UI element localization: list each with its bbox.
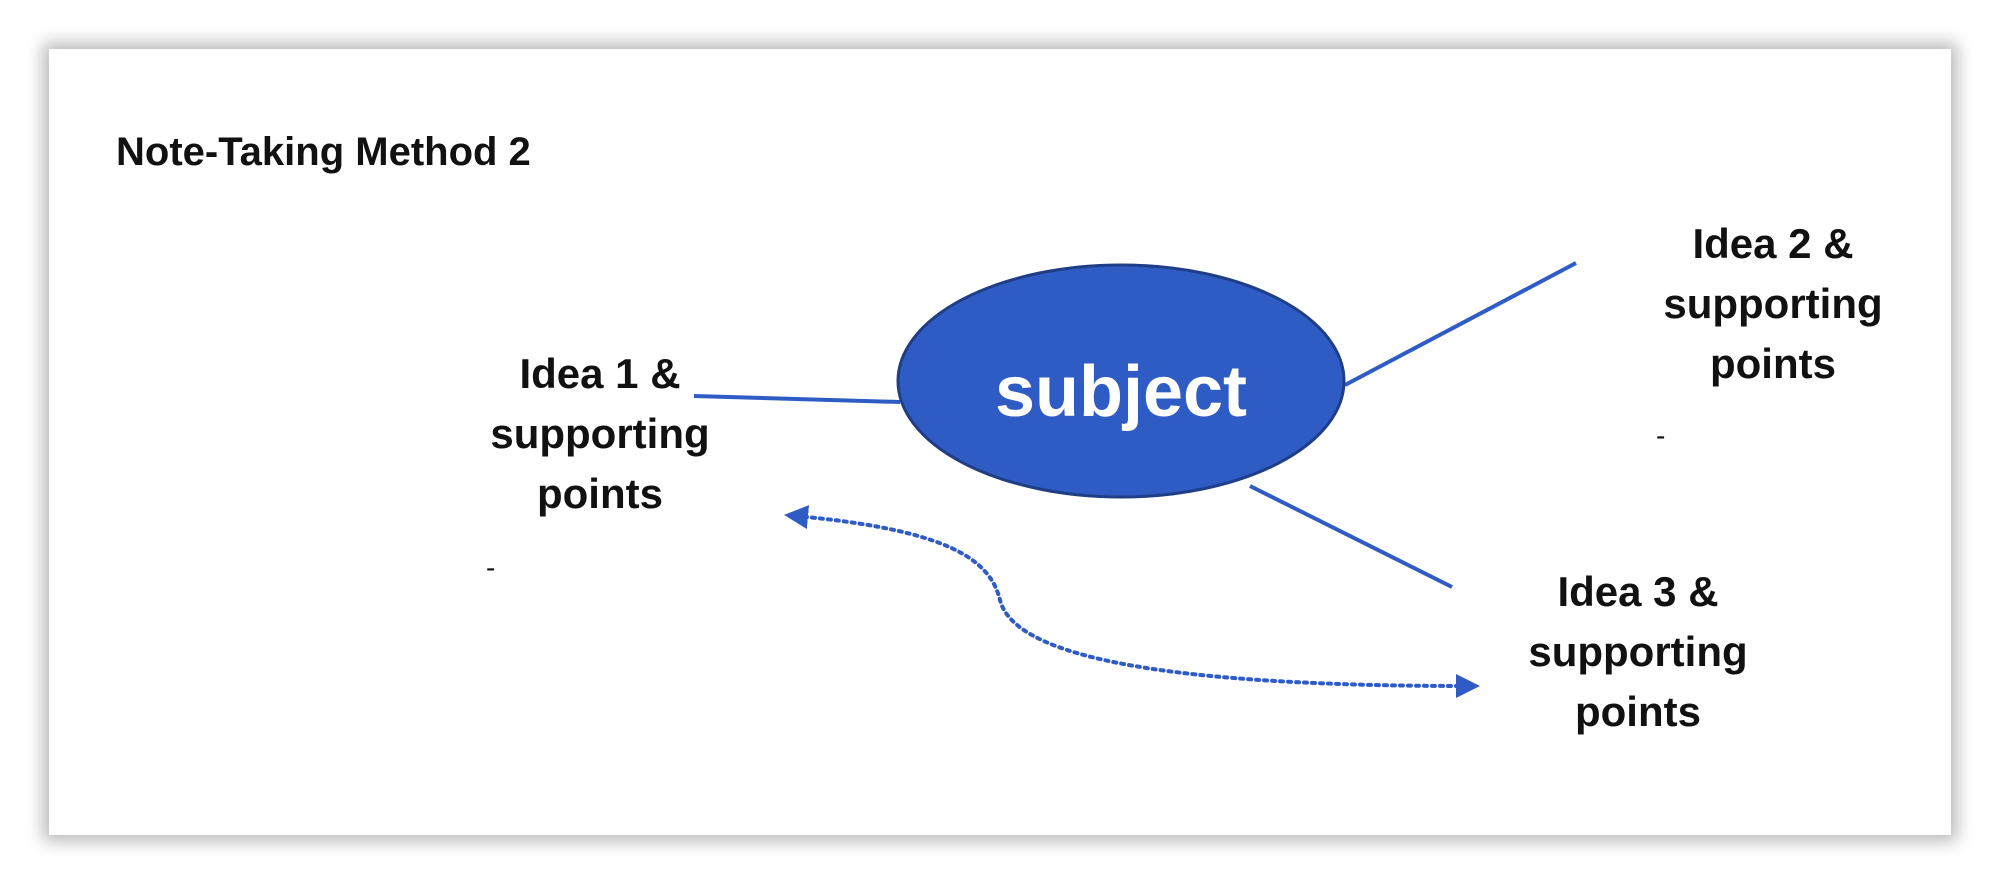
idea-3-line-1: Idea 3 &: [1557, 568, 1718, 615]
dotted-link-arrow: [784, 505, 1480, 698]
idea-2-line-1: Idea 2 &: [1692, 220, 1853, 267]
idea-2-bullet: -: [1656, 420, 1665, 451]
idea-1-line-3: points: [537, 470, 663, 517]
idea-3-line-3: points: [1575, 688, 1701, 735]
subject-ellipse[interactable]: [896, 263, 1346, 499]
page-title: Note-Taking Method 2: [116, 130, 531, 174]
idea-3-node[interactable]: Idea 3 & supporting points: [1528, 568, 1747, 735]
connector-idea-3: [1249, 484, 1453, 589]
idea-1-node[interactable]: Idea 1 & supporting points -: [486, 350, 710, 583]
idea-2-line-3: points: [1710, 340, 1836, 387]
connector-idea-1: [693, 394, 901, 404]
idea-2-node[interactable]: Idea 2 & supporting points -: [1656, 220, 1883, 451]
connector-idea-2: [1344, 261, 1577, 387]
idea-1-line-2: supporting: [490, 410, 709, 457]
subject-label: subject: [995, 352, 1247, 432]
idea-1-line-1: Idea 1 &: [519, 350, 680, 397]
idea-2-line-2: supporting: [1663, 280, 1882, 327]
idea-1-bullet: -: [486, 552, 495, 583]
idea-3-line-2: supporting: [1528, 628, 1747, 675]
